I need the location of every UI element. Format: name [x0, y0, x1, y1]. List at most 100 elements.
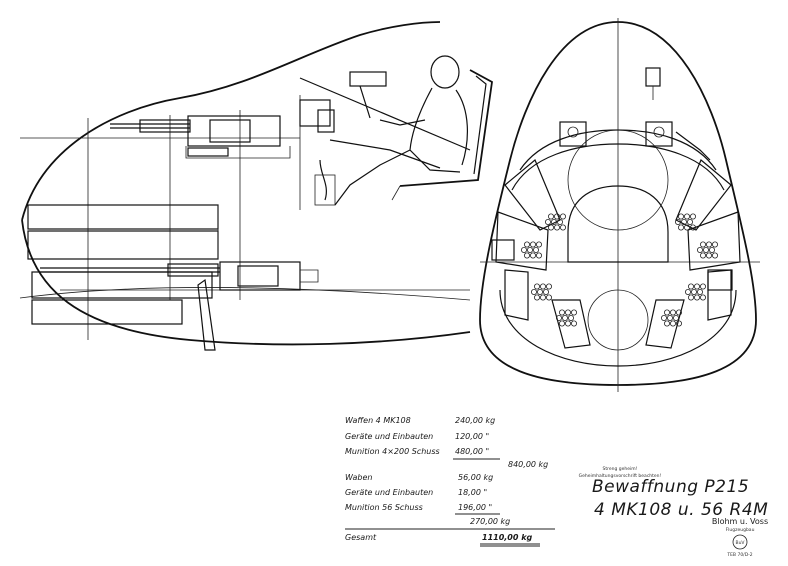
rocket-tube — [690, 213, 697, 220]
rocket-tube — [697, 288, 704, 295]
rocket-cluster — [661, 309, 683, 327]
cockpit-equipment — [299, 71, 441, 206]
weights-row-5-value: 18,00 " — [458, 488, 487, 497]
weights-row-6-label: Munition 56 Schuss — [345, 503, 423, 512]
rocket-tube — [688, 294, 695, 301]
weights-row-3-label: Munition 4×200 Schuss — [345, 447, 440, 456]
rocket-tube — [530, 252, 537, 259]
rocket-tube — [533, 246, 540, 253]
rocket-cluster — [685, 283, 707, 301]
rocket-tube — [565, 320, 572, 327]
maker-subtitle: Flugzeugbau — [726, 527, 755, 533]
rocket-tube — [700, 294, 707, 301]
rocket-tube — [694, 283, 701, 290]
rocket-tube — [546, 294, 553, 301]
ammunition-boxes — [27, 204, 219, 351]
rocket-tube — [534, 294, 541, 301]
weights-total-value: 1110,00 kg — [482, 533, 533, 542]
rocket-tube — [545, 218, 552, 225]
rocket-tube — [559, 309, 566, 316]
weights-row-6-value: 196,00 " — [458, 503, 492, 512]
rocket-tube — [554, 213, 561, 220]
lower-cannon-mk108 — [40, 261, 319, 291]
rocket-tube — [664, 309, 671, 316]
rocket-tube — [540, 283, 547, 290]
pilot-figure — [334, 55, 493, 206]
rocket-tube — [524, 241, 531, 248]
rocket-tube — [709, 246, 716, 253]
rocket-tube — [554, 224, 561, 231]
rocket-tube — [684, 213, 691, 220]
rocket-tube — [661, 314, 668, 321]
rocket-tube — [678, 213, 685, 220]
rocket-tube — [551, 218, 558, 225]
rocket-tube — [543, 288, 550, 295]
rocket-tube — [703, 246, 710, 253]
rocket-tube — [531, 288, 538, 295]
rocket-tube — [562, 314, 569, 321]
rocket-tube — [694, 294, 701, 301]
weights-row-2-value: 120,00 " — [455, 432, 489, 441]
rocket-tube — [548, 224, 555, 231]
rocket-tube — [560, 213, 567, 220]
rocket-cluster — [675, 213, 697, 231]
rocket-tube — [670, 309, 677, 316]
rocket-tube — [557, 218, 564, 225]
rocket-tube — [712, 241, 719, 248]
rocket-tube — [667, 314, 674, 321]
weights-row-4-label: Waben — [345, 473, 372, 482]
rocket-tube — [685, 288, 692, 295]
rocket-tube — [678, 224, 685, 231]
rocket-tube — [664, 320, 671, 327]
rocket-cluster — [556, 309, 578, 327]
rocket-tube — [676, 320, 683, 327]
weights-subtotal-2: 270,00 kg — [470, 517, 510, 526]
rocket-tube — [521, 246, 528, 253]
weights-total-label: Gesamt — [345, 533, 377, 542]
rocket-tube — [697, 246, 704, 253]
weights-subtotal-1: 840,00 kg — [508, 460, 548, 469]
upper-cannon-mk108 — [110, 115, 291, 159]
rocket-cluster — [531, 283, 553, 301]
rocket-tube — [712, 252, 719, 259]
rocket-tube — [706, 252, 713, 259]
rocket-tube — [700, 252, 707, 259]
rocket-tube — [537, 288, 544, 295]
rocket-tube — [559, 320, 566, 327]
document-number: TEB 70/D-2 — [726, 552, 752, 558]
weights-row-1-value: 240,00 kg — [455, 416, 495, 425]
rocket-tube — [691, 288, 698, 295]
rocket-tube — [527, 246, 534, 253]
cross-section-cannons — [491, 67, 733, 291]
weights-row-4-value: 56,00 kg — [458, 473, 493, 482]
weights-row-3-value: 480,00 " — [455, 447, 489, 456]
rocket-tube — [560, 224, 567, 231]
rocket-cluster — [697, 241, 719, 259]
rocket-tube — [690, 224, 697, 231]
rocket-tube — [700, 283, 707, 290]
rocket-tube — [546, 283, 553, 290]
rocket-tube — [684, 224, 691, 231]
drawing-title: Bewaffnung P215 — [592, 477, 749, 497]
rocket-tube — [700, 241, 707, 248]
rocket-tube — [556, 314, 563, 321]
rocket-tube — [536, 252, 543, 259]
r4m-rocket-clusters — [521, 213, 719, 327]
secrecy-stamp-line-1: Streng geheim! — [603, 466, 638, 472]
rocket-cluster — [521, 241, 543, 259]
weights-row-1-label: Waffen 4 MK108 — [345, 416, 411, 425]
rocket-tube — [681, 218, 688, 225]
drawing-subtitle: 4 MK108 u. 56 R4M — [594, 500, 768, 520]
weights-row-5-label: Geräte und Einbauten — [345, 488, 433, 497]
rocket-tube — [687, 218, 694, 225]
rocket-tube — [670, 320, 677, 327]
company-logo-text: BuV — [735, 540, 745, 546]
rocket-tube — [571, 309, 578, 316]
secrecy-stamp-line-2: Geheimhaltungsvorschrift beachten! — [579, 473, 662, 479]
rocket-tube — [524, 252, 531, 259]
rocket-tube — [536, 241, 543, 248]
rocket-tube — [676, 309, 683, 316]
title-block: Streng geheim! Geheimhaltungsvorschrift … — [579, 466, 768, 558]
front-cross-section — [479, 18, 760, 392]
